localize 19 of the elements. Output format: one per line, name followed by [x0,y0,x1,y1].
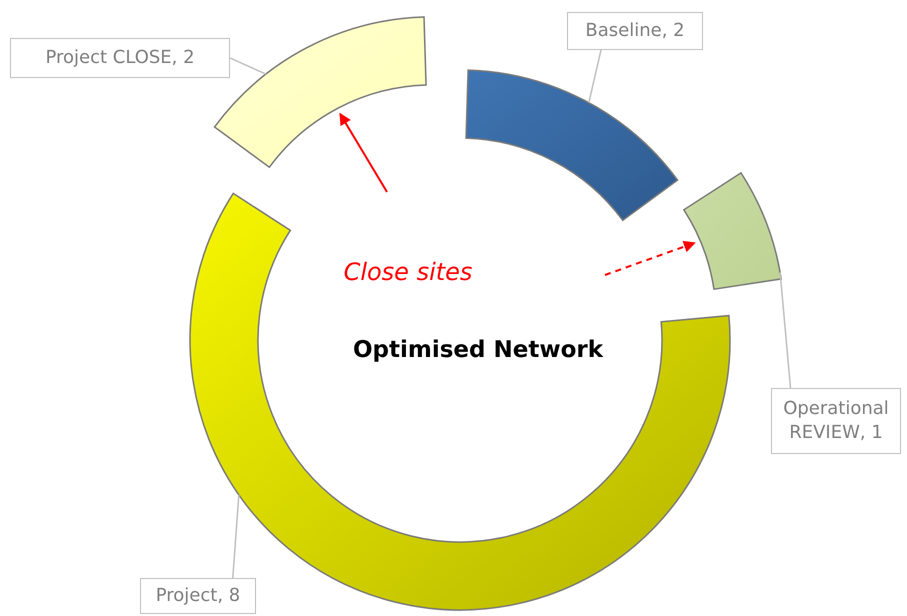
ring-segment [465,69,678,222]
ring-segment [683,172,782,290]
arrow [339,112,388,193]
leader-line [779,272,792,388]
callout-label: Project CLOSE, 2 [45,46,195,70]
callout-box [10,38,230,78]
callout-box [771,388,901,454]
callout-box [567,12,703,50]
center-title: Optimised Network [352,337,604,363]
callout-label: Project, 8 [156,584,240,608]
arrow [604,240,696,276]
annotation-text: Close sites [344,258,472,286]
leader-line [588,50,602,103]
callout-box [140,578,256,614]
leader-line [232,494,240,578]
callout-label: Baseline, 2 [585,19,685,43]
ring-segment [214,16,427,168]
callout-label: Operational REVIEW, 1 [782,397,890,445]
leader-line [230,57,266,75]
